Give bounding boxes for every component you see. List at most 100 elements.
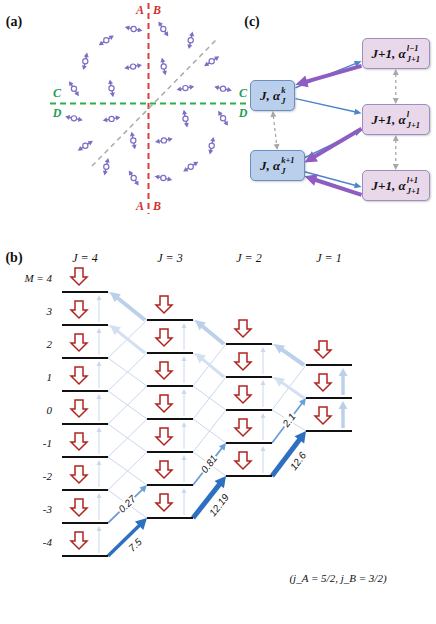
arrow-head: [74, 91, 79, 96]
arrow-head: [354, 109, 361, 115]
column-label: J = 1: [316, 252, 341, 265]
arrow-head: [97, 361, 102, 366]
spin-down-arrow: [315, 341, 331, 358]
superscript: l+1: [407, 176, 420, 185]
state-box: J+1, αlJ+1: [362, 104, 430, 135]
arrow-head: [195, 320, 206, 330]
subscript: J+1: [407, 55, 420, 64]
panel-label: (a): [6, 14, 22, 29]
transition-line: [108, 292, 147, 320]
transition: [295, 66, 361, 87]
raising-arrow: [263, 450, 264, 473]
raising-arrow: [263, 417, 264, 440]
axis-label: A: [136, 4, 144, 17]
arrow-head: [97, 493, 102, 498]
row-label: M = 4: [24, 272, 52, 284]
spin: [158, 21, 168, 36]
transition: [305, 174, 362, 194]
index-stack: l−1J+1: [407, 44, 420, 63]
spin-center: [183, 116, 188, 121]
spin-down-arrow: [71, 466, 87, 483]
spin-center: [104, 164, 109, 169]
pale-transition: [117, 297, 145, 320]
arrow-head: [103, 171, 108, 176]
row-label: 2: [47, 338, 53, 350]
spin: [69, 81, 79, 96]
arrow-head: [110, 292, 121, 302]
arrow-head: [223, 121, 228, 126]
rate-value: 12.19: [206, 491, 231, 519]
arrow-head: [69, 81, 74, 86]
spin-center: [161, 26, 166, 31]
transition-arrow: [313, 129, 361, 157]
spin-center: [131, 138, 136, 143]
transition-line: [108, 419, 147, 457]
transition: [393, 69, 399, 104]
arrow-head: [84, 52, 89, 57]
raising-arrow: [99, 431, 100, 454]
spin-down-arrow: [156, 494, 172, 511]
arrow-head: [164, 31, 169, 36]
rate-value: 7.5: [125, 536, 144, 555]
raising-arrow: [263, 351, 264, 374]
spin-center: [161, 175, 166, 180]
state-box: J, αkJ: [250, 80, 295, 111]
spin-down-arrow: [235, 386, 251, 403]
arrow-head: [182, 110, 187, 115]
state-box: J+1, αl−1J+1: [362, 38, 430, 69]
spin: [155, 137, 173, 144]
arrow-head: [97, 295, 102, 300]
spin-arrow: [186, 164, 195, 170]
superscript: k+1: [281, 156, 294, 165]
spin-down-arrow: [156, 395, 172, 412]
raising-arrow: [184, 426, 185, 449]
arrow-head: [130, 132, 135, 137]
arrow-head: [274, 377, 285, 387]
arrow-head: [261, 347, 266, 352]
spin-center: [161, 64, 166, 69]
transition-line: [272, 344, 306, 365]
transition-line: [193, 344, 226, 386]
index-stack: k+1J: [281, 156, 294, 175]
spin-down-arrow: [71, 367, 87, 384]
arrow-head: [214, 85, 219, 90]
arrow-head: [305, 151, 318, 162]
arrow-head: [195, 353, 206, 363]
superscript: k: [281, 86, 285, 95]
spin-arrow: [160, 25, 166, 34]
spin-down-arrow: [71, 334, 87, 351]
mirror-line-cd: [50, 103, 250, 105]
spin-arrow: [102, 37, 111, 43]
transition-line: [193, 419, 226, 443]
spin-down-arrow: [71, 400, 87, 417]
arrow-head: [227, 87, 232, 92]
energy-level: [147, 517, 193, 519]
spin-down-arrow: [156, 329, 172, 346]
spin-center: [71, 86, 76, 91]
diagonal-axis: [92, 40, 216, 166]
transition-arrow: [314, 179, 361, 194]
spin: [204, 56, 219, 66]
spin-center: [83, 143, 88, 148]
energy-level: [62, 291, 108, 293]
arrow-head: [129, 171, 134, 176]
row-label: -4: [43, 536, 52, 548]
arrow-head: [182, 356, 187, 361]
arrow-head: [105, 158, 110, 163]
arrow-head: [339, 401, 348, 409]
row-label: 0: [47, 404, 53, 416]
spin-down-arrow: [156, 362, 172, 379]
arrow-head: [187, 44, 192, 49]
arrow-head: [393, 135, 399, 141]
spin-center: [188, 38, 193, 43]
spin-down-arrow: [71, 301, 87, 318]
energy-level: [306, 397, 352, 399]
arrow-head: [261, 446, 266, 451]
transition: [270, 111, 279, 150]
spin-down-arrow: [156, 428, 172, 445]
energy-level: [62, 390, 108, 392]
energy-level: [62, 555, 108, 557]
spin-down-arrow: [235, 320, 251, 337]
energy-level: [147, 451, 193, 453]
row-label: 3: [47, 305, 53, 317]
